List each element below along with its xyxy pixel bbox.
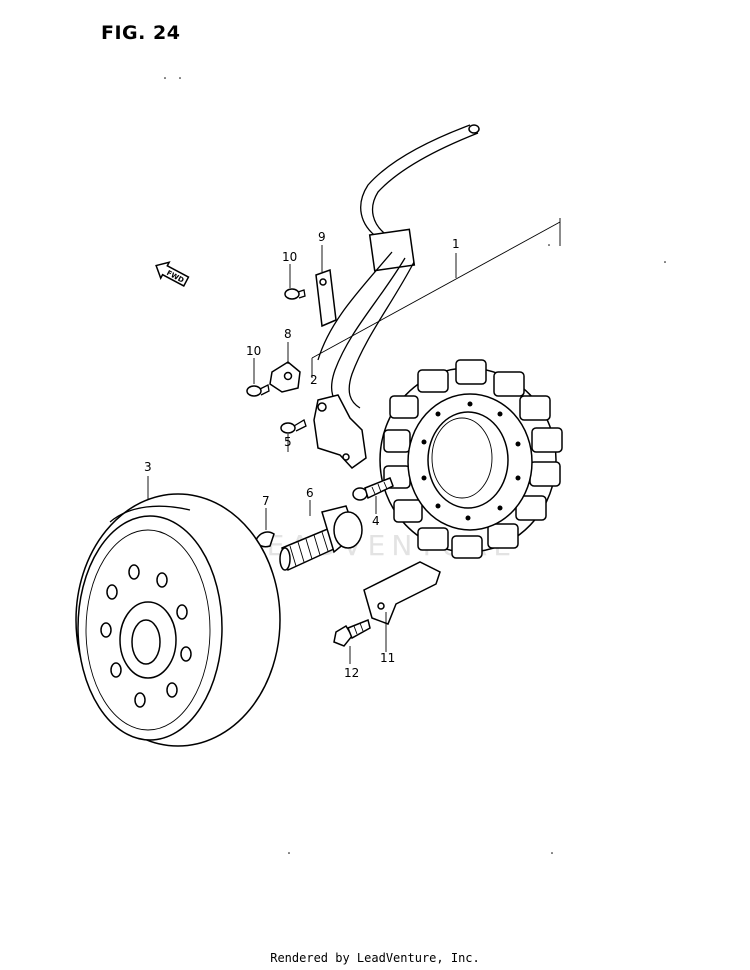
callout-6: 6 (306, 486, 314, 500)
stator-bracket-part (313, 394, 367, 469)
wire-plate-part (315, 268, 337, 328)
rotor-flywheel-part (75, 493, 281, 747)
callout-10-upper: 10 (282, 250, 297, 264)
fwd-label: FWD (165, 269, 185, 285)
callout-4: 4 (372, 514, 380, 528)
cover-bracket-part (363, 561, 441, 625)
clamp-screw-upper-part (284, 288, 306, 300)
rotor-bolt-part (279, 505, 363, 572)
bracket-screw-part (280, 419, 307, 434)
callout-12: 12 (344, 666, 359, 680)
bracket-bolt-part (333, 618, 371, 647)
callout-11: 11 (380, 651, 395, 665)
leader-lines (147, 218, 561, 664)
wire-harness (317, 124, 480, 411)
figure-title: FIG. 24 (101, 22, 181, 44)
callout-labels: 1 2 3 4 5 6 7 8 9 10 10 11 12 (144, 230, 460, 680)
footer-credit: Rendered by LeadVenture, Inc. (270, 951, 480, 965)
callout-2: 2 (310, 373, 318, 387)
scan-specks (164, 77, 666, 854)
callout-3: 3 (144, 460, 152, 474)
callout-1: 1 (452, 237, 460, 251)
callout-10-lower: 10 (246, 344, 261, 358)
callout-9: 9 (318, 230, 326, 244)
clamp-screw-lower-part (246, 384, 270, 397)
callout-8: 8 (284, 327, 292, 341)
stator-part (379, 359, 563, 559)
callout-5: 5 (284, 435, 292, 449)
wire-clamp-part (269, 361, 301, 393)
callout-7: 7 (262, 494, 270, 508)
fwd-arrow-icon: FWD (155, 261, 190, 287)
stator-bolt-part (352, 477, 394, 501)
